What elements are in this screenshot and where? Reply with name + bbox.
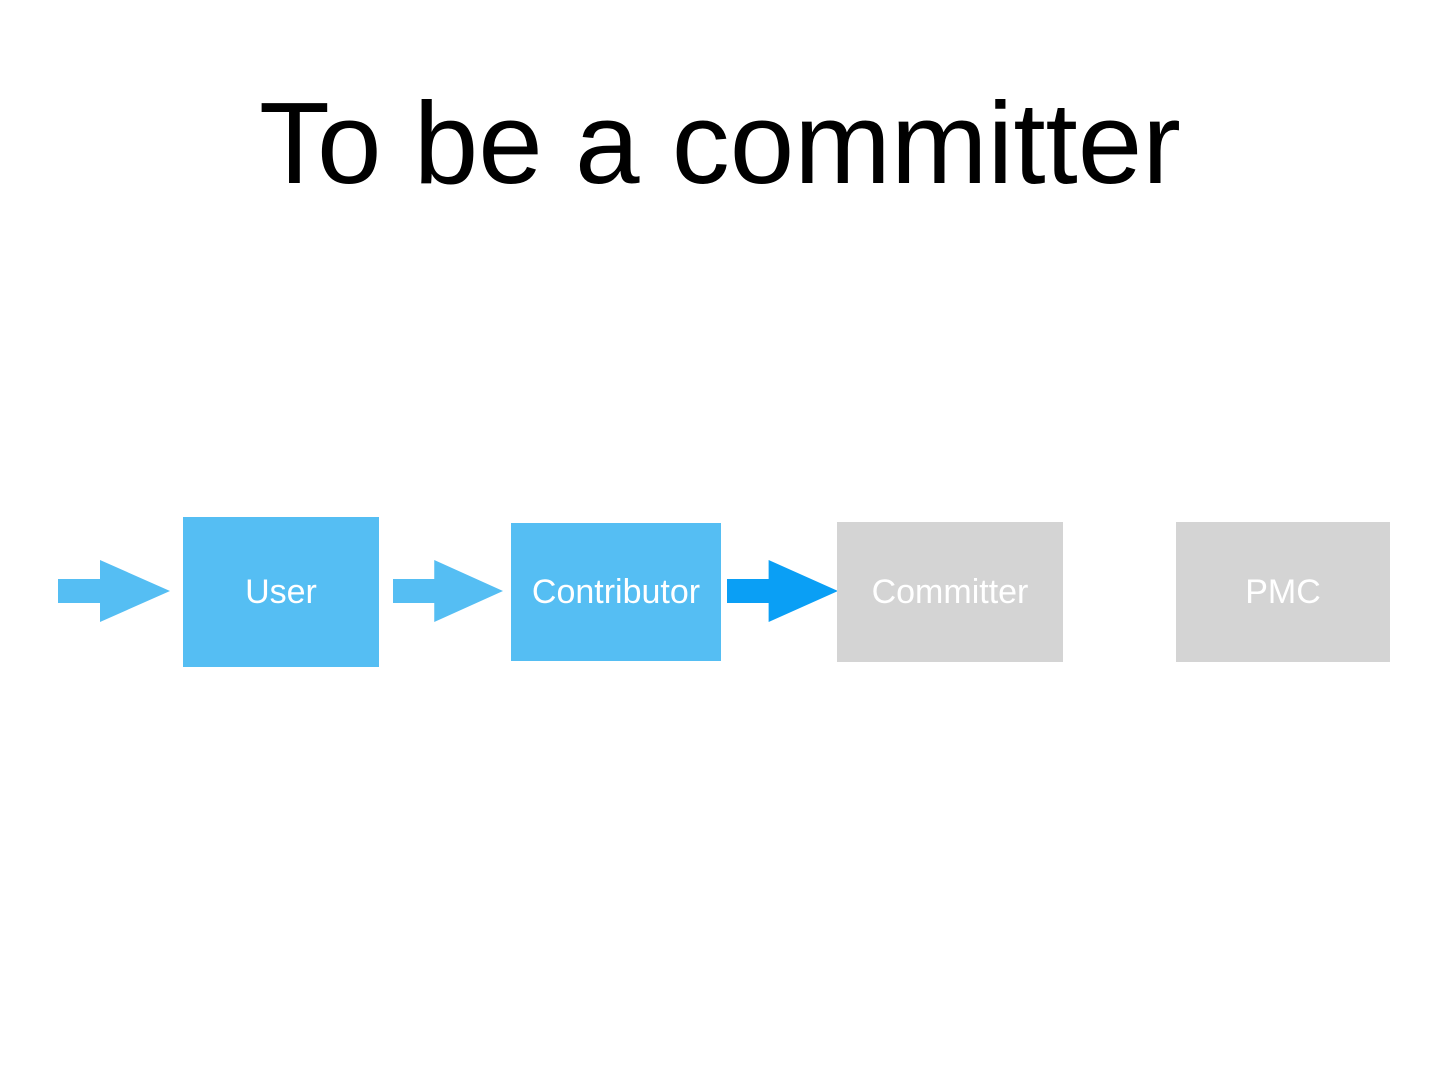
node-pmc-label: PMC	[1245, 572, 1321, 611]
arrow-shape	[727, 560, 838, 622]
arrow-contributor-to-committer-icon	[727, 560, 838, 622]
arrow-into-user-icon	[58, 560, 170, 622]
diagram-node-contributor: Contributor	[511, 523, 721, 661]
arrow-shape	[393, 560, 503, 622]
diagram-node-user: User	[183, 517, 379, 667]
node-committer-label: Committer	[871, 572, 1029, 611]
diagram-node-committer: Committer	[837, 522, 1063, 662]
diagram-node-pmc: PMC	[1176, 522, 1390, 662]
slide-title: To be a committer	[259, 78, 1181, 208]
arrow-shape	[58, 560, 170, 622]
node-user-label: User	[245, 572, 317, 611]
arrow-user-to-contributor-icon	[393, 560, 503, 622]
node-contributor-label: Contributor	[531, 572, 701, 611]
